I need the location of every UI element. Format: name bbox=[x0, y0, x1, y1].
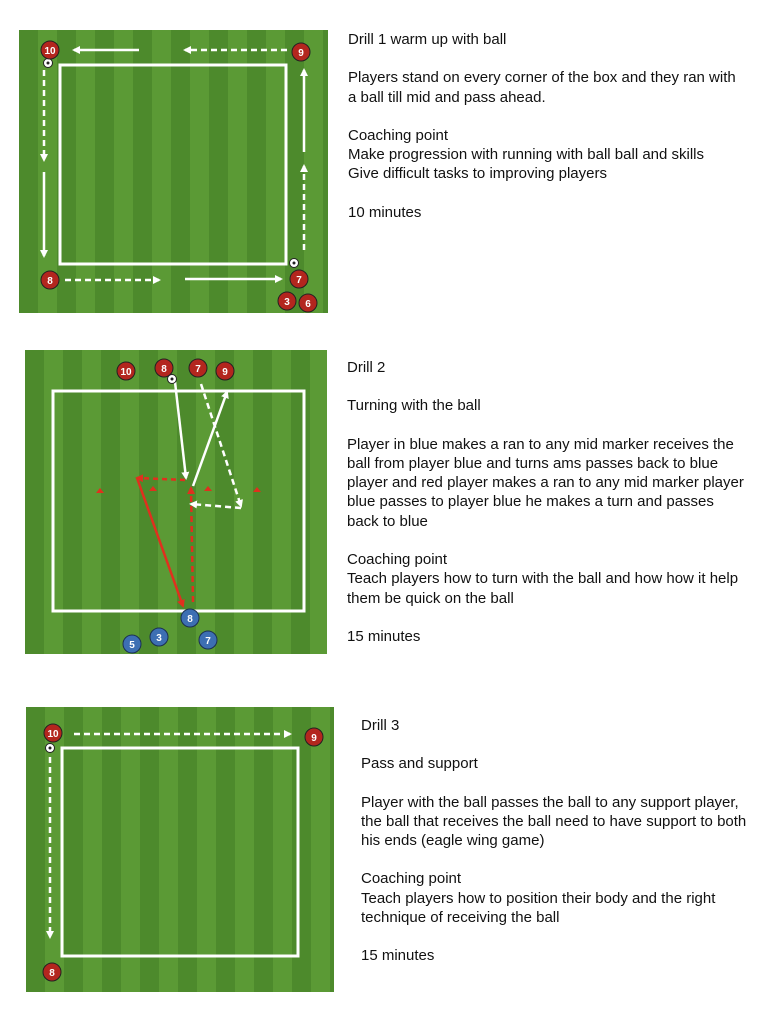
drill1-coaching-heading: Coaching point bbox=[348, 126, 449, 144]
svg-text:9: 9 bbox=[298, 48, 304, 59]
drill2-title: Drill 2 bbox=[347, 359, 386, 376]
svg-text:10: 10 bbox=[120, 367, 132, 378]
svg-text:7: 7 bbox=[195, 364, 201, 375]
player-token: 10 bbox=[43, 723, 63, 743]
drill1-pitch: 10 9 8 7 3 6 bbox=[19, 30, 328, 313]
svg-text:8: 8 bbox=[187, 614, 193, 625]
drill2-duration: 15 minutes bbox=[347, 627, 421, 645]
drill2-subtitle: Turning with the ball bbox=[347, 397, 481, 415]
cone-marker bbox=[204, 486, 212, 491]
player-token: 9 bbox=[291, 42, 311, 62]
svg-text:8: 8 bbox=[161, 364, 167, 375]
drill3-subtitle: Pass and support bbox=[361, 755, 478, 773]
drill2-red-run-arrow bbox=[187, 486, 196, 603]
drill3-coaching-heading: Coaching point bbox=[361, 870, 462, 888]
drill2-box bbox=[51, 389, 306, 613]
drill2-run-arrow bbox=[199, 383, 243, 508]
svg-text:8: 8 bbox=[49, 968, 55, 979]
player-token: 8 bbox=[40, 270, 60, 290]
svg-text:7: 7 bbox=[296, 275, 302, 286]
drill1-coaching-line-2: Give difficult tasks to improving player… bbox=[348, 165, 607, 183]
drill1-text: Drill 1 warm up with ball Players stand … bbox=[348, 30, 748, 222]
cone-marker bbox=[253, 487, 261, 492]
drill2-red-pass-arrow bbox=[135, 477, 185, 608]
drill2-text: Drill 2 Turning with the ball Player in … bbox=[347, 358, 747, 646]
player-token: 9 bbox=[304, 727, 324, 747]
drill3-coaching-text: Teach players how to position their body… bbox=[361, 889, 716, 927]
svg-text:10: 10 bbox=[44, 46, 56, 57]
drill1-box bbox=[58, 63, 288, 266]
player-token: 8 bbox=[180, 608, 200, 628]
drill3-box bbox=[60, 746, 300, 958]
drill2-coaching-heading: Coaching point bbox=[347, 551, 448, 569]
drill3-title: Drill 3 bbox=[361, 717, 400, 734]
drill1-title: Drill 1 warm up with ball bbox=[348, 31, 507, 48]
svg-text:5: 5 bbox=[129, 640, 135, 651]
svg-text:8: 8 bbox=[47, 276, 53, 287]
svg-text:9: 9 bbox=[311, 733, 317, 744]
drill2-pass-arrow bbox=[173, 381, 190, 480]
drill1-duration: 10 minutes bbox=[348, 203, 422, 221]
player-token: 10 bbox=[40, 40, 60, 60]
player-token: 9 bbox=[215, 361, 235, 381]
player-token: 7 bbox=[289, 269, 309, 289]
drill2-pass-arrow bbox=[191, 390, 229, 487]
player-token: 8 bbox=[154, 358, 174, 378]
drill2-description: Player in blue makes a ran to any mid ma… bbox=[347, 435, 744, 530]
drill3-duration: 15 minutes bbox=[361, 947, 435, 965]
drill3-pitch: 10 9 8 bbox=[26, 707, 334, 992]
drill2-run-arrow bbox=[189, 500, 242, 510]
player-token: 7 bbox=[188, 358, 208, 378]
svg-text:3: 3 bbox=[156, 633, 162, 644]
player-token: 3 bbox=[277, 291, 297, 311]
player-token: 3 bbox=[149, 627, 169, 647]
drill3-diagram: 10 9 8 bbox=[42, 723, 324, 982]
svg-text:7: 7 bbox=[205, 636, 211, 647]
drill1-coaching-line-1: Make progression with running with ball … bbox=[348, 146, 705, 164]
drill2-red-run-arrow bbox=[135, 474, 186, 483]
drill1-diagram: 10 9 8 7 3 6 bbox=[40, 40, 318, 313]
player-token: 6 bbox=[298, 293, 318, 313]
drill2-coaching-text: Teach players how to turn with the ball … bbox=[347, 570, 739, 607]
svg-text:9: 9 bbox=[222, 367, 228, 378]
drill3-text: Drill 3 Pass and support Player with the… bbox=[361, 716, 751, 966]
svg-text:3: 3 bbox=[284, 297, 290, 308]
svg-text:6: 6 bbox=[305, 299, 311, 310]
drill2-diagram: 10 8 7 9 8 5 3 7 bbox=[51, 358, 306, 654]
player-token: 8 bbox=[42, 962, 62, 982]
drill1-description: Players stand on every corner of the box… bbox=[348, 69, 736, 106]
svg-text:10: 10 bbox=[47, 729, 59, 740]
drill3-description: Player with the ball passes the ball to … bbox=[361, 793, 747, 850]
drill2-pitch: 10 8 7 9 8 5 3 7 bbox=[25, 350, 327, 654]
cone-marker bbox=[149, 486, 157, 491]
player-token: 5 bbox=[122, 634, 142, 654]
cone-marker bbox=[96, 488, 104, 493]
player-token: 10 bbox=[116, 361, 136, 381]
player-token: 7 bbox=[198, 630, 218, 650]
